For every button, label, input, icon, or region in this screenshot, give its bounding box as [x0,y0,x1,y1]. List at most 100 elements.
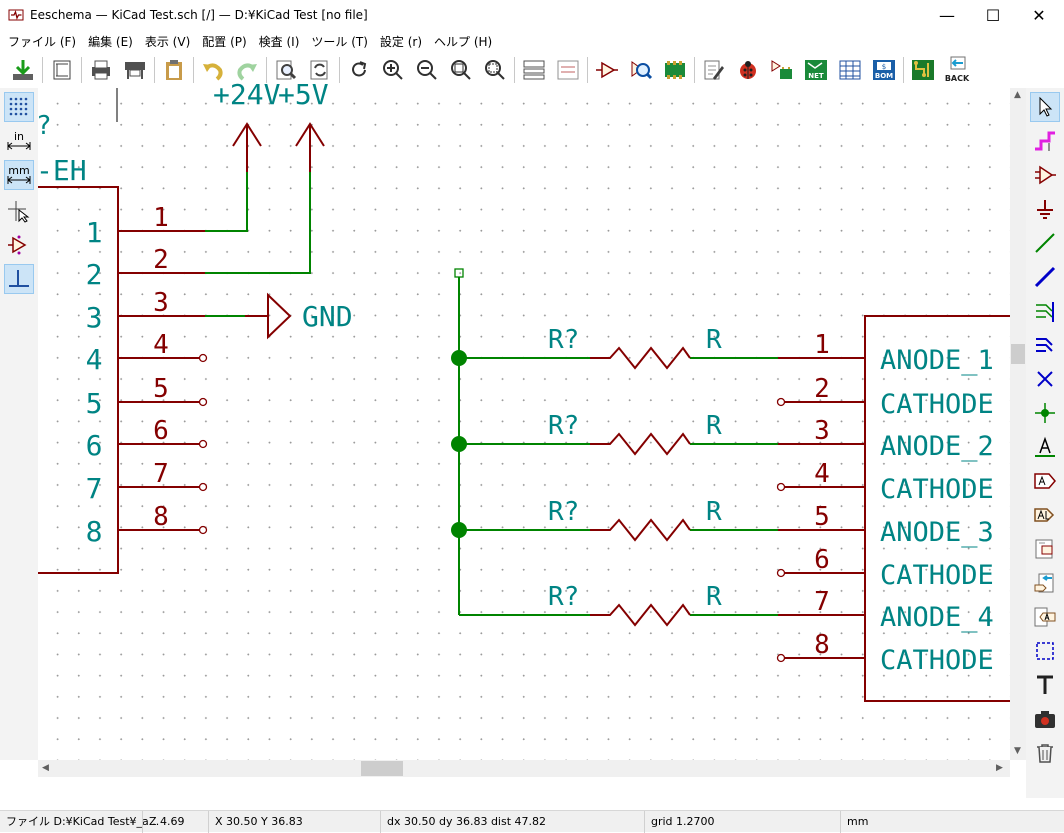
add-label-button[interactable] [1030,432,1060,462]
symbol-editor-button[interactable] [590,54,624,86]
add-sheet-pin-button[interactable] [1030,602,1060,632]
connector-reference[interactable]: ? [36,111,52,141]
menu-tools[interactable]: ツール (T) [311,34,368,49]
menu-edit[interactable]: 編集 (E) [88,34,133,49]
units-inch-button[interactable]: in [4,126,34,156]
wire-24v[interactable] [205,172,248,232]
vertical-scroll-thumb[interactable] [1011,344,1025,364]
minimize-button[interactable]: — [924,0,970,30]
menu-help[interactable]: ヘルプ (H) [434,34,493,49]
add-text-button[interactable] [1030,670,1060,700]
back-annotate-button[interactable]: BACK [940,54,974,86]
select-tool-button[interactable] [1030,92,1060,122]
redo-button[interactable] [230,54,264,86]
netlist-button[interactable]: NET [799,54,833,86]
zoom-fit-button[interactable] [444,54,478,86]
fields-editor-button[interactable] [833,54,867,86]
horizontal-scrollbar[interactable]: ◀ ▶ [38,760,1010,777]
find-button[interactable] [269,54,303,86]
connector-value[interactable]: -EH [36,154,87,187]
menu-file[interactable]: ファイル (F) [8,34,77,49]
zoom-in-button[interactable] [376,54,410,86]
add-junction-button[interactable] [1030,398,1060,428]
vertical-scrollbar[interactable]: ▲ ▼ [1010,88,1026,760]
schematic-canvas[interactable]: +24V +5V ? -EH 1 [36,78,1010,760]
save-button[interactable] [6,54,40,86]
power-symbol-5v[interactable] [295,122,325,172]
erc-button[interactable] [731,54,765,86]
zoom-selection-button[interactable] [478,54,512,86]
maximize-button[interactable]: ☐ [970,0,1016,30]
pcb-icon [912,60,934,80]
pcbnew-button[interactable] [906,54,940,86]
add-sheet-button[interactable] [1030,534,1060,564]
dashed-rect-icon [1036,642,1054,660]
resistor-1-value[interactable]: R [706,325,722,355]
scroll-right-icon[interactable]: ▶ [996,763,1003,773]
add-graphic-lines-button[interactable] [1030,636,1060,666]
menu-preferences[interactable]: 設定 (r) [379,34,423,49]
led-array-body[interactable] [864,315,1010,702]
resistor-3[interactable] [590,518,691,542]
orthogonal-wires-button[interactable] [4,264,34,294]
add-wire-button[interactable] [1030,228,1060,258]
menu-inspect[interactable]: 検査 (I) [258,34,300,49]
resistor-4[interactable] [590,603,691,627]
find-replace-button[interactable] [303,54,337,86]
import-sheet-pin-button[interactable] [1030,568,1060,598]
delete-tool-button[interactable] [1030,738,1060,768]
symbol-browser-button[interactable] [624,54,658,86]
add-power-button[interactable] [1030,194,1060,224]
add-image-button[interactable] [1030,704,1060,734]
page-settings-button[interactable] [45,54,79,86]
scroll-up-icon[interactable]: ▲ [1014,90,1021,100]
resistor-2-reference[interactable]: R? [548,411,579,441]
add-symbol-button[interactable] [1030,160,1060,190]
resistor-4-reference[interactable]: R? [548,582,579,612]
show-hidden-pins-button[interactable] [4,230,34,260]
undo-button[interactable] [196,54,230,86]
bom-button[interactable]: $BOM [867,54,901,86]
scroll-left-icon[interactable]: ◀ [42,763,49,773]
annotate-button[interactable] [697,54,731,86]
menu-view[interactable]: 表示 (V) [144,34,191,49]
resistor-4-value[interactable]: R [706,582,722,612]
resistor-2[interactable] [590,432,691,456]
units-mm-button[interactable]: mm [4,160,34,190]
resistor-1[interactable] [590,346,691,370]
power-label-24v[interactable]: +24V [213,78,281,111]
plot-button[interactable] [118,54,152,86]
wire-to-bus-entry-button[interactable] [1030,296,1060,326]
resistor-wires[interactable] [459,357,778,616]
gnd-label[interactable]: GND [302,300,353,333]
toggle-grid-button[interactable] [4,92,34,122]
power-symbol-24v[interactable] [232,122,262,172]
menu-place[interactable]: 配置 (P) [202,34,247,49]
hierarchy-navigator-button[interactable] [517,54,551,86]
paste-button[interactable] [157,54,191,86]
horizontal-scroll-thumb[interactable] [361,761,403,776]
wire-5v[interactable] [205,172,311,274]
highlight-net-button[interactable] [1030,126,1060,156]
zoom-out-button[interactable] [410,54,444,86]
resistor-2-value[interactable]: R [706,411,722,441]
leave-sheet-button[interactable] [551,54,585,86]
scroll-down-icon[interactable]: ▼ [1014,746,1021,756]
no-connect-button[interactable] [1030,364,1060,394]
connector-body[interactable] [38,186,119,574]
resistor-1-reference[interactable]: R? [548,325,579,355]
add-bus-button[interactable] [1030,262,1060,292]
resistor-3-reference[interactable]: R? [548,497,579,527]
add-global-label-button[interactable] [1030,466,1060,496]
assign-footprints-button[interactable] [765,54,799,86]
power-label-5v[interactable]: +5V [278,78,329,111]
full-crosshair-button[interactable] [4,196,34,226]
resistor-3-value[interactable]: R [706,497,722,527]
print-button[interactable] [84,54,118,86]
close-button[interactable]: ✕ [1016,0,1062,30]
bus-to-bus-entry-button[interactable] [1030,330,1060,360]
add-hierarchical-label-button[interactable] [1030,500,1060,530]
gnd-symbol[interactable] [245,292,292,340]
footprint-editor-button[interactable] [658,54,692,86]
refresh-button[interactable] [342,54,376,86]
